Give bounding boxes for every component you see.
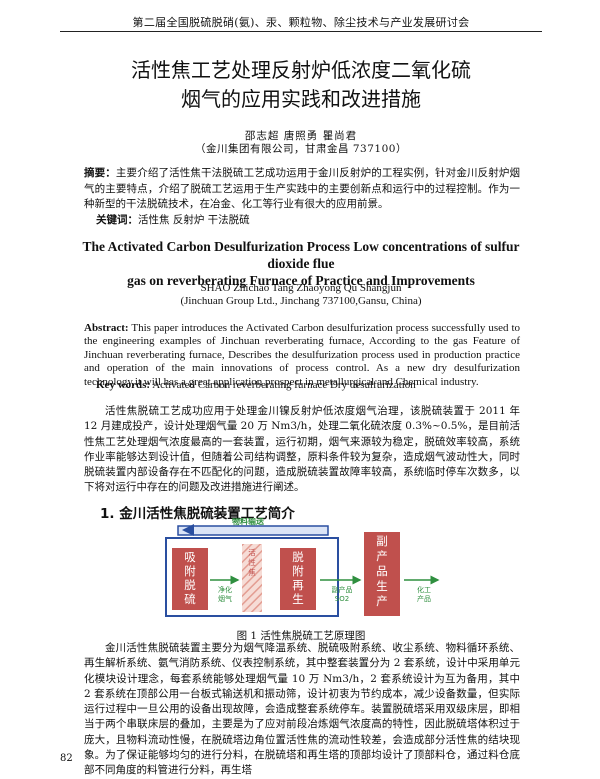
chinese-keywords-label: 关键词： xyxy=(96,214,138,226)
adsorption-tower-label: 吸附脱硫 xyxy=(184,550,196,606)
english-title-line-2: gas on reverberating Furnace of Practice… xyxy=(127,273,475,288)
english-title-line-1: The Activated Carbon Desulfurization Pro… xyxy=(82,239,520,271)
chemical-label: 化工 xyxy=(417,585,431,594)
page-number: 82 xyxy=(60,753,73,764)
chinese-affiliation: （金川集团有限公司，甘肃金昌 737100） xyxy=(195,143,407,155)
chinese-abstract-label: 摘要： xyxy=(84,167,116,179)
chinese-keywords-text: 活性焦 反射炉 干法脱硫 xyxy=(138,214,250,226)
byproduct-plant-label: 副产品生产 xyxy=(376,534,388,608)
english-keywords-text: Activated Carbon reverberating furnace D… xyxy=(150,379,416,391)
english-keywords: Key words: Activated Carbon reverberatin… xyxy=(96,379,516,391)
body-paragraph-2: 金川活性焦脱硫装置主要分为烟气降温系统、脱硫吸附系统、收尘系统、物料循环系统、再… xyxy=(84,642,520,777)
clean-gas-label: 净化 xyxy=(218,585,232,594)
adsorption-tower xyxy=(172,548,208,610)
chemical-label-2: 产品 xyxy=(417,594,431,603)
transport-bar xyxy=(177,525,329,536)
english-abstract-label: Abstract: xyxy=(84,322,129,334)
chinese-title: 活性焦工艺处理反射炉低浓度二氧化硫 烟气的应用实践和改进措施 xyxy=(60,56,542,114)
chinese-authors: 邵志超 唐照勇 瞿尚君 xyxy=(244,130,358,142)
byproduct-plant xyxy=(364,532,400,616)
chinese-abstract: 摘要：主要介绍了活性焦干法脱硫工艺成功运用于金川反射炉的工程实例，针对金川反射炉… xyxy=(84,166,520,213)
running-head: 第二届全国脱硫脱硝(氨)、汞、颗粒物、除尘技术与产业发展研讨会 xyxy=(132,16,470,29)
header-rule xyxy=(60,31,542,32)
english-authors: SHAO Zhichao Tang Zhaoyong Qu Shangjun xyxy=(200,282,402,294)
clean-gas-label-2: 烟气 xyxy=(218,594,232,603)
chinese-abstract-text: 主要介绍了活性焦干法脱硫工艺成功运用于金川反射炉的工程实例，针对金川反射炉烟气的… xyxy=(84,167,521,210)
body-paragraph-1: 活性焦脱硫工艺成功应用于处理金川镍反射炉低浓度烟气治理，该脱硫装置于 2011 … xyxy=(84,405,520,494)
carbon-column xyxy=(242,544,262,612)
english-affiliation: (Jinchuan Group Ltd., Jinchang 737100,Ga… xyxy=(180,295,422,307)
desorption-tower xyxy=(280,548,316,610)
transport-label: 物料输送 xyxy=(232,518,265,526)
chinese-keywords: 关键词：活性焦 反射炉 干法脱硫 xyxy=(96,212,516,227)
process-diagram: 物料输送 吸附脱硫 活性焦 脱附再生 净化 烟气 副产品 SO2 副产品生产 xyxy=(165,518,440,617)
english-title: The Activated Carbon Desulfurization Pro… xyxy=(66,238,536,289)
english-abstract: Abstract: This paper introduces the Acti… xyxy=(84,322,520,389)
desorption-tower-label: 脱附再生 xyxy=(292,550,304,606)
carbon-column-label: 活性焦 xyxy=(248,548,256,577)
figure-caption: 图 1 活性焦脱硫工艺原理图 xyxy=(236,630,366,642)
so2-label: SO2 xyxy=(335,595,349,603)
english-abstract-text: This paper introduces the Activated Carb… xyxy=(84,322,520,388)
tower-frame xyxy=(165,537,339,617)
section-heading-1: 1. 金川活性焦脱硫装置工艺简介 xyxy=(100,506,295,522)
byproduct-label: 副产品 xyxy=(332,585,353,594)
chinese-title-line-1: 活性焦工艺处理反射炉低浓度二氧化硫 xyxy=(131,58,471,82)
english-keywords-label: Key words: xyxy=(96,379,151,391)
chinese-title-line-2: 烟气的应用实践和改进措施 xyxy=(181,87,421,111)
